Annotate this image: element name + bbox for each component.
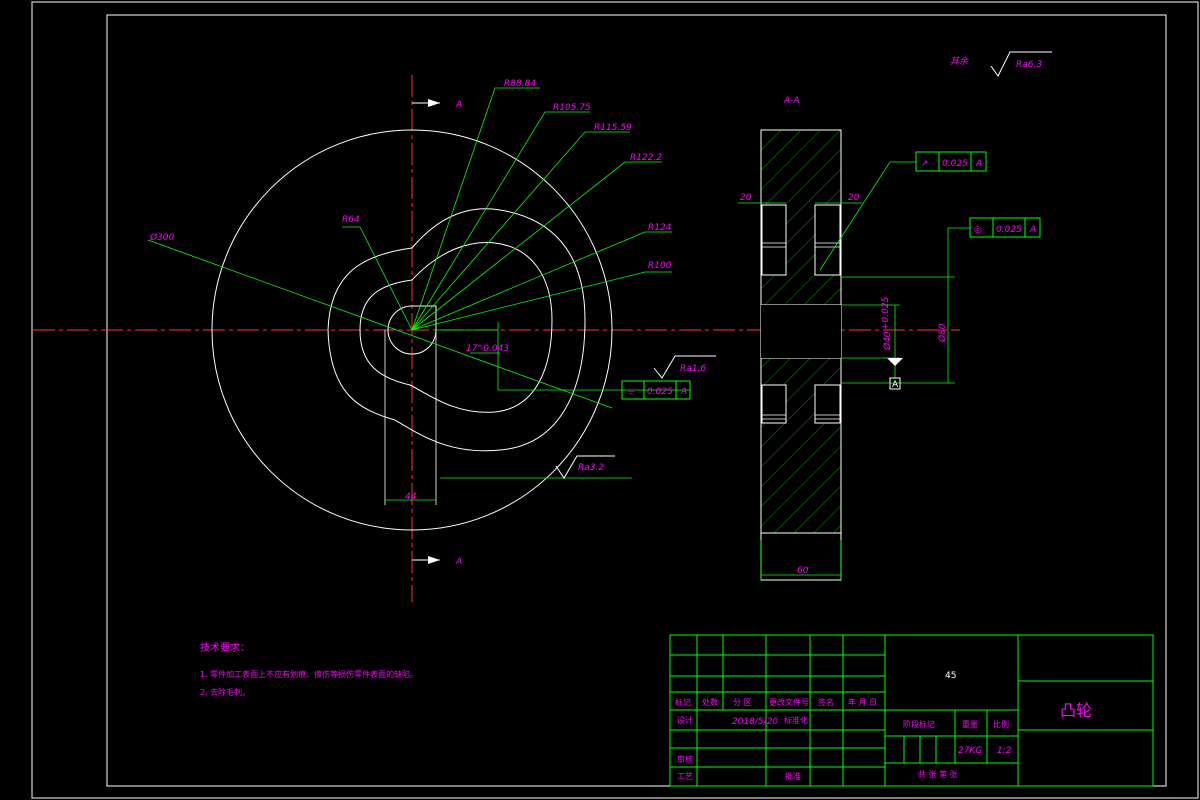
tb-header-1: 处数 [702,697,718,707]
title-block: 45 凸轮 标记 处数 分 区 更改文件号 签名 年 月 日 设计 2018/5… [669,634,1154,787]
dim-thickness: 60 [797,566,809,576]
ra-bore: Ra3.2 [578,463,604,473]
tb-material: 45 [945,671,956,681]
tb-header-5: 年 月 日 [848,697,877,707]
section-mark-bottom: A [455,557,462,567]
tech-req-item-1: 1. 零件加工表面上不应有划痕、擦伤等损伤零件表面的缺陷。 [200,669,418,679]
tb-check-label: 审核 [677,754,693,764]
concentricity-frame: ◎ 0.025 A [969,217,1041,238]
tb-design-date: 2018/5/20 [732,717,778,727]
section-label: A-A [783,96,800,106]
tb-part-name: 凸轮 [1060,701,1092,720]
tech-requirements: 技术要求： 1. 零件加工表面上不应有划痕、擦伤等损伤零件表面的缺陷。 2. 去… [200,641,418,697]
flatness-symbol: ⌯ [627,387,635,397]
section-mark-top: A [455,100,462,110]
cam-groove-inner [359,241,553,413]
section-arrow-bottom: A [412,556,462,567]
tech-req-title: 技术要求： [200,641,250,654]
cam-groove-outer [327,208,586,452]
dim-groove-left: 20 [740,193,752,203]
tb-sheets: 共 张 第 张 [918,769,958,779]
dim-angle: 17° [466,344,482,354]
dim-diameter: Ø300 [149,232,175,243]
flatness-frame: ⌯ 0.025 A [621,380,691,400]
dim-r5: R124 [648,223,672,233]
tb-header-4: 签名 [818,697,834,707]
flatness-value: 0.025 [647,387,673,397]
runout-frame: ↗ 0.025 A [915,151,987,172]
dim-bore: Ø40 [882,331,893,351]
dim-bore-tol: +0.025 [881,296,891,330]
tb-header-2: 分 区 [733,698,752,707]
tech-req-item-2: 2. 去除毛刺。 [200,687,250,697]
outer-frame [31,1,1199,799]
tb-process-label: 工艺 [677,772,693,781]
general-roughness-value: Ra6.3 [1016,60,1042,70]
runout-symbol: ↗ [921,159,929,169]
section-datum: A [892,380,899,390]
dim-r7: R64 [342,215,360,225]
tb-approve-label: 批准 [785,771,801,781]
inner-frame [106,14,1167,787]
dim-r3: R115.59 [594,123,632,133]
general-roughness: 其余 Ra6.3 [950,51,1052,77]
runout-value: 0.025 [942,159,968,169]
cam-hub-profile [387,305,437,355]
concentricity-datum: A [1029,225,1036,235]
tb-weight-label: 重量 [962,719,978,729]
dim-r1: R88.84 [504,79,536,89]
radial-leaders [147,87,690,501]
tb-standard-label: 标准化 [784,715,808,725]
tb-design-label: 设计 [677,715,693,725]
dim-hub: Ø80 [937,323,948,343]
cam-front-view: R88.84 R105.75 R115.59 R122.2 R124 R100 … [33,75,960,602]
tb-scale: 1:2 [997,746,1012,756]
ra-face: Ra1.6 [680,364,706,374]
tb-header-0: 标记 [675,697,691,707]
dim-width: 44 [405,492,417,502]
cam-outer-circle [211,129,613,531]
tb-stage-label: 阶段标记 [903,719,935,729]
section-arrow-top: A [412,99,462,110]
dim-r2: R105.75 [553,103,591,113]
runout-datum: A [975,159,982,169]
dim-angle-tol: -0.043 [480,344,509,354]
tb-scale-label: 比例 [993,719,1009,729]
general-roughness-label: 其余 [950,56,969,67]
section-view: A-A [738,96,1041,581]
dim-r4: R122.2 [630,153,662,163]
dim-r6: R100 [648,261,672,271]
tb-header-3: 更改文件号 [769,697,809,707]
dim-groove-right: 20 [848,193,860,203]
tb-weight: 27KG [958,746,982,756]
concentricity-value: 0.025 [996,225,1022,235]
flatness-datum: A [680,387,687,397]
concentricity-symbol: ◎ [974,225,982,235]
